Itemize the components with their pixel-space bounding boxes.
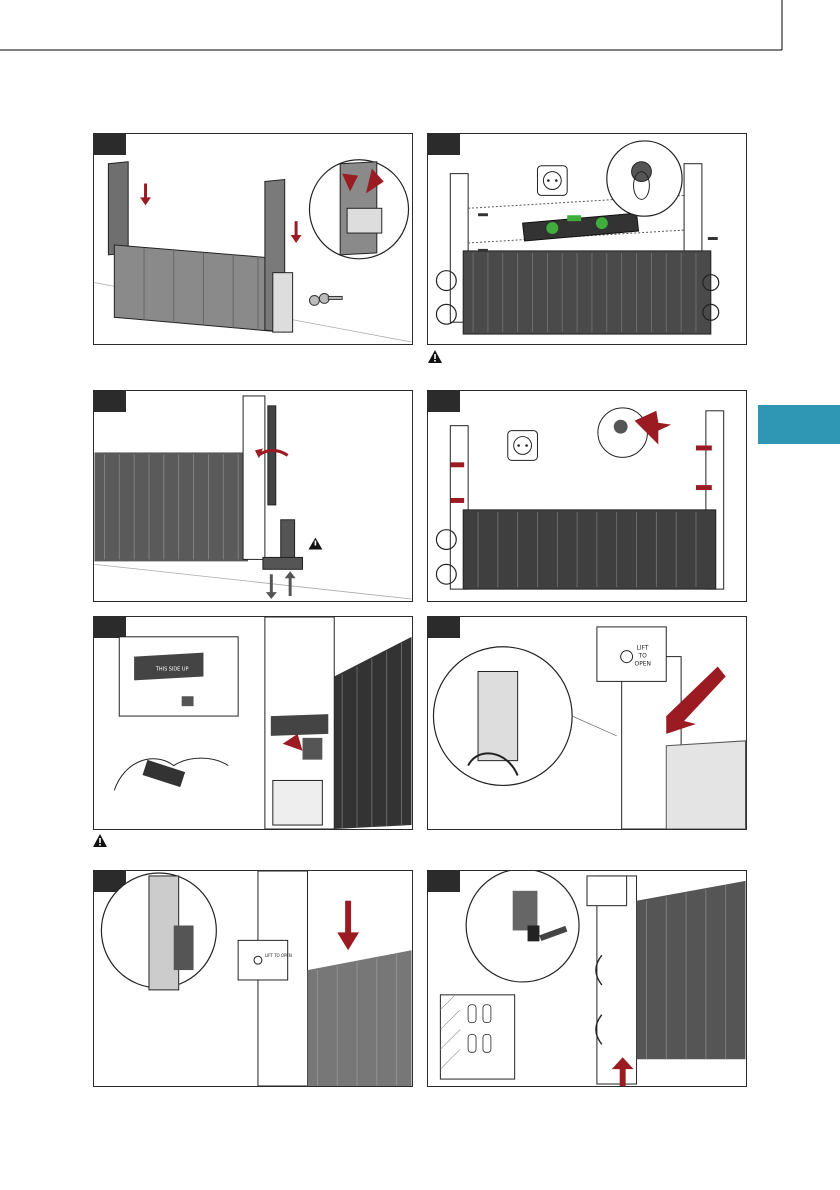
panel-step-5: THIS SIDE UP bbox=[93, 616, 413, 830]
panel-5-illustration: THIS SIDE UP bbox=[94, 617, 412, 829]
panel-7-illustration: LIFT TO OPEN bbox=[94, 871, 412, 1086]
panel-step-1 bbox=[93, 133, 413, 345]
wall-section-detail bbox=[440, 995, 514, 1079]
power-socket-icon bbox=[537, 166, 567, 196]
box-label: LIFT bbox=[637, 645, 649, 652]
panel-step-8 bbox=[427, 870, 747, 1087]
box-label: LIFT TO OPEN bbox=[265, 953, 292, 958]
warning-icon bbox=[428, 350, 442, 363]
warning-icon bbox=[93, 834, 107, 847]
panel-step-6: LIFT TO OPEN bbox=[427, 616, 747, 830]
warning-icon bbox=[308, 538, 322, 550]
panel-step-2 bbox=[427, 133, 747, 345]
panel-step-4 bbox=[427, 390, 747, 602]
panel-2-illustration bbox=[428, 134, 746, 344]
panel-6-illustration: LIFT TO OPEN bbox=[428, 617, 746, 829]
power-socket-icon bbox=[508, 431, 538, 461]
svg-text:OPEN: OPEN bbox=[635, 661, 651, 668]
panel-3-illustration bbox=[94, 391, 412, 601]
section-tab bbox=[758, 405, 840, 444]
crop-marks bbox=[0, 0, 840, 60]
up-down-arrows bbox=[266, 571, 296, 599]
box-label: THIS SIDE UP bbox=[155, 666, 189, 672]
panel-1-illustration bbox=[94, 134, 412, 344]
panel-4-illustration bbox=[428, 391, 746, 601]
spirit-level-icon bbox=[523, 213, 639, 241]
panel-8-illustration bbox=[428, 871, 746, 1086]
panel-step-7: LIFT TO OPEN bbox=[93, 870, 413, 1087]
down-arrow-icon bbox=[337, 901, 359, 951]
panel-step-3 bbox=[93, 390, 413, 602]
svg-text:TO: TO bbox=[638, 653, 648, 660]
